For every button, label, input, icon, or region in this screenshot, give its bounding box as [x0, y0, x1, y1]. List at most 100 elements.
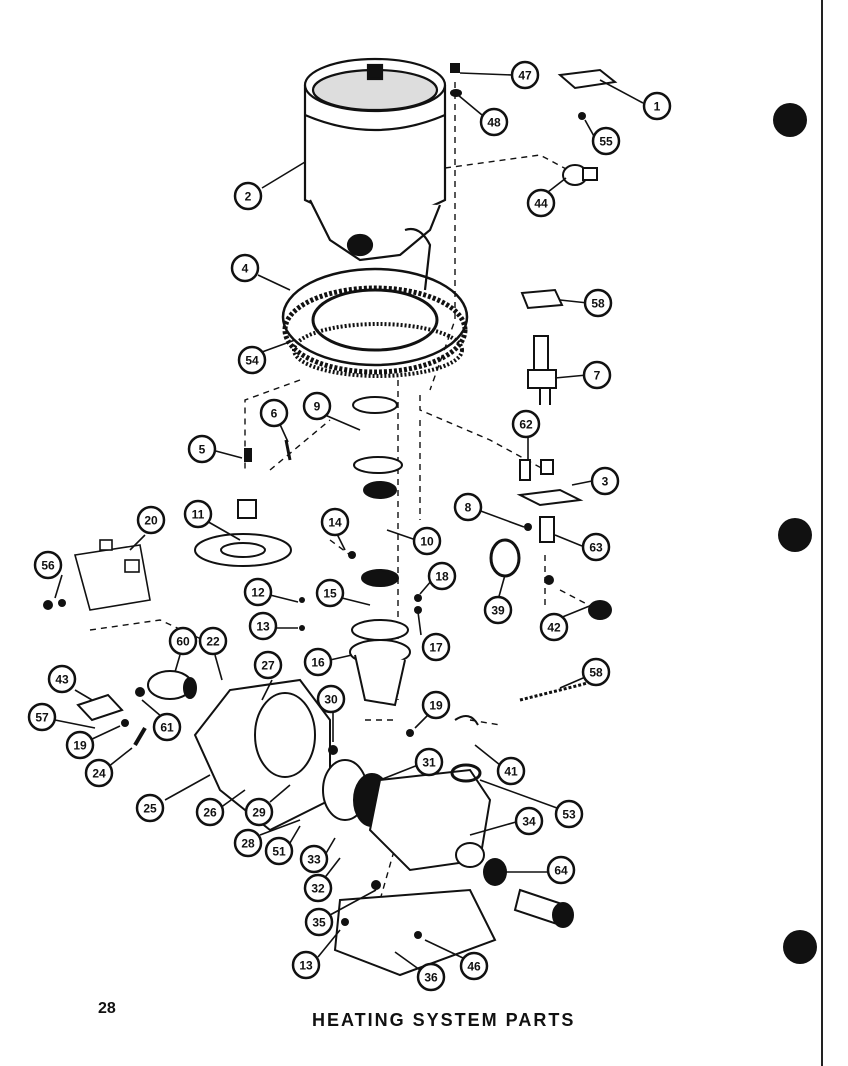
callout-circle: [581, 657, 611, 687]
callout-circle: [152, 712, 182, 742]
callout-label: 6: [271, 407, 278, 421]
callout-circle: [427, 561, 457, 591]
callout-label: 32: [311, 882, 325, 896]
fitting-part-3: [58, 599, 66, 607]
callout-circle: [303, 873, 333, 903]
callout-circle: [453, 492, 483, 522]
screw-part-2: [348, 551, 356, 559]
connector-part: [540, 459, 554, 475]
callout-circle: [230, 253, 260, 283]
callout-label: 43: [55, 673, 69, 687]
callout-circle: [183, 499, 213, 529]
callout-circle: [248, 611, 278, 641]
callout-label: 8: [465, 501, 472, 515]
washer-part-2: [414, 606, 422, 614]
bracket-part: [557, 68, 618, 90]
callout-label: 34: [522, 815, 536, 829]
nut-part-4: [328, 745, 338, 755]
callout-label: 64: [554, 864, 568, 878]
callout-label: 17: [429, 641, 443, 655]
screw-part-5: [135, 687, 145, 697]
callout-label: 3: [602, 475, 609, 489]
callout-circle: [253, 650, 283, 680]
callout-label: 11: [192, 508, 205, 522]
bolt-part: [133, 726, 147, 747]
screw-part-10: [414, 931, 422, 939]
callout-circle: [546, 855, 576, 885]
callout-circle: [582, 360, 612, 390]
small-nut-part: [578, 112, 586, 120]
cylinder-part: [513, 888, 574, 928]
callout-label: 18: [435, 570, 449, 584]
cap-part: [588, 600, 612, 620]
callout-circle: [259, 398, 289, 428]
callout-label: 4: [242, 262, 249, 276]
callout-label: 48: [487, 116, 501, 130]
screw-part-6: [121, 719, 129, 727]
screw-part: [524, 523, 532, 531]
page-title: HEATING SYSTEM PARTS: [312, 1010, 576, 1030]
igniter-part: [527, 335, 557, 405]
callout-label: 31: [422, 756, 436, 770]
callout-label: 20: [144, 514, 158, 528]
callout-circle: [479, 107, 509, 137]
callout-label: 5: [199, 443, 206, 457]
callout-label: 22: [206, 635, 220, 649]
callout-label: 2: [245, 190, 252, 204]
screw-part-3: [299, 597, 305, 603]
callout-label: 57: [35, 711, 49, 725]
callout-circle: [315, 578, 345, 608]
callout-label: 13: [299, 959, 313, 973]
mounting-bracket-part: [516, 488, 584, 507]
gasket-ring-part: [450, 763, 482, 783]
callout-circle: [539, 612, 569, 642]
nut-part-3: [414, 594, 422, 602]
callout-circle: [303, 647, 333, 677]
callout-circle: [84, 758, 114, 788]
callout-circle: [511, 409, 541, 439]
callout-label: 60: [176, 635, 190, 649]
fitting-part: [244, 448, 252, 462]
callout-label: 62: [519, 418, 533, 432]
callout-label: 29: [252, 806, 266, 820]
callout-label: 63: [589, 541, 603, 555]
callout-circle: [264, 836, 294, 866]
callout-circle: [168, 626, 198, 656]
callout-circle: [304, 907, 334, 937]
callout-label: 44: [534, 197, 548, 211]
callout-circle: [299, 844, 329, 874]
callout-circle: [642, 91, 672, 121]
callout-circle: [514, 806, 544, 836]
burner-tube-assembly: [349, 396, 411, 707]
callout-label: 36: [424, 971, 438, 985]
bracket-part-2: [76, 693, 124, 722]
callout-label: 47: [518, 69, 532, 83]
callout-circle: [243, 577, 273, 607]
callout-circle: [421, 690, 451, 720]
callout-label: 9: [314, 400, 321, 414]
callout-circle: [187, 434, 217, 464]
callout-circle: [233, 828, 263, 858]
capacitor-part: [147, 670, 197, 700]
callout-circle: [302, 391, 332, 421]
callout-label: 35: [312, 916, 326, 930]
callout-circle: [591, 126, 621, 156]
punch-hole-bottom: [783, 930, 817, 964]
punch-hole-middle: [778, 518, 812, 552]
callout-label: 58: [591, 297, 605, 311]
callout-label: 7: [594, 369, 601, 383]
pin-part: [284, 439, 292, 461]
callout-circle: [581, 532, 611, 562]
callout-circle: [65, 730, 95, 760]
burner-ring: [281, 267, 469, 378]
callout-circle: [233, 181, 263, 211]
chain-part: [519, 678, 599, 702]
callout-label: 19: [73, 739, 87, 753]
callout-circle: [554, 799, 584, 829]
callout-circle: [526, 188, 556, 218]
callout-circle: [414, 747, 444, 777]
grommet-part: [489, 538, 521, 578]
callout-label: 13: [256, 620, 270, 634]
